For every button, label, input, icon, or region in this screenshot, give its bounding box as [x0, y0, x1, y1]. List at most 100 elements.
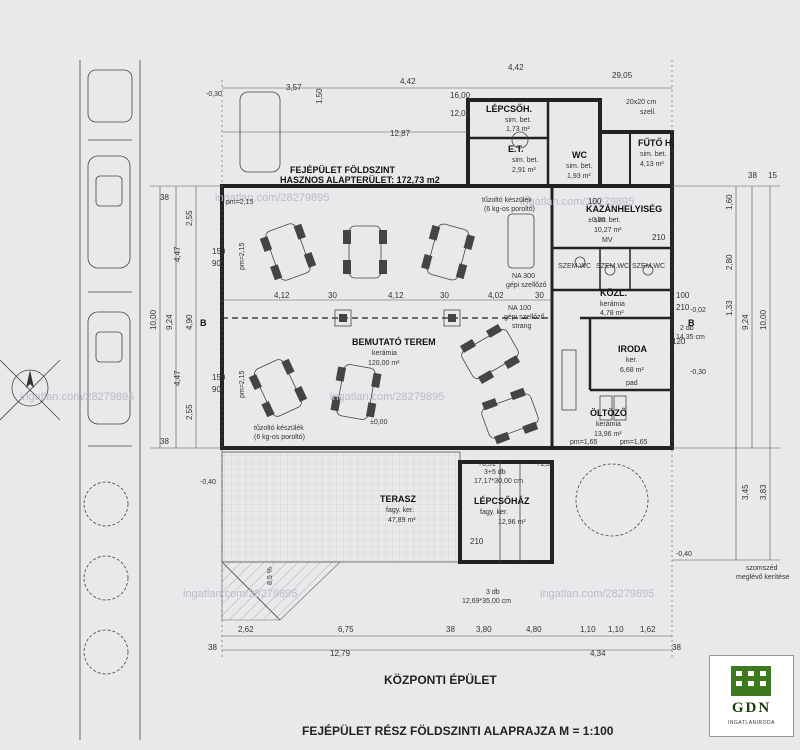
dimension: 3,83 [759, 484, 768, 500]
dimension: 90 [212, 385, 221, 394]
dimension: 4,02 [488, 291, 504, 300]
note-neighbor: szomszéd [746, 565, 778, 572]
dimension: 2,62 [238, 625, 254, 634]
room-boiler-name: KAZÁNHELYISÉG [586, 204, 662, 214]
dimension: 1,10 [580, 625, 596, 634]
note-ventilation: gépi szellőző [506, 282, 547, 289]
dimension: 38 [160, 193, 169, 202]
watermark: ingatlan.com/28279895 [20, 391, 134, 403]
dimension: 4,34 [590, 649, 606, 658]
room-boiler-area: 10,27 m² [594, 227, 622, 234]
section-marker: B [200, 318, 207, 328]
terrace-area [221, 451, 461, 621]
dimension: 2,80 [725, 254, 734, 270]
trees [83, 463, 649, 675]
dimension: 10,00 [149, 309, 158, 330]
dimension: 4,42 [508, 63, 524, 72]
room-wc-small: SZEM.WC [632, 263, 665, 270]
dimension: 4,42 [400, 77, 416, 86]
logo-tagline: INGATLANIRODA [728, 720, 775, 726]
note-stairs: 3 db [486, 589, 500, 596]
dimension: 16,00 [450, 91, 471, 100]
room-wc-small: SZEM.WC [558, 263, 591, 270]
room-showroom-floor: kerámia [372, 350, 397, 357]
gdn-logo: GDN INGATLANIRODA [709, 655, 794, 737]
dimension: 2,55 [185, 404, 194, 420]
dimension: 30 [535, 291, 544, 300]
room-heat-floor: sim. bet. [640, 151, 667, 158]
fixtures [507, 131, 654, 421]
dimension: 30 [440, 291, 449, 300]
dimension: 3,80 [476, 625, 492, 634]
room-wc-name: WC [572, 150, 587, 160]
room-hall-floor: kerámia [600, 301, 625, 308]
dimension-lines [150, 60, 780, 660]
note-level: -0,30 [690, 369, 706, 376]
note-fire-extinguisher: tűzoltó készülék [482, 197, 532, 204]
room-office-floor: ker. [626, 357, 637, 364]
watermark: ingatlan.com/28279895 [520, 196, 634, 208]
room-et-floor: sim. bet. [512, 157, 539, 164]
dimension: 1,10 [608, 625, 624, 634]
watermark: ingatlan.com/28279895 [540, 588, 654, 600]
note-level: +0,51 [478, 461, 496, 468]
dimension: 4,12 [274, 291, 290, 300]
note-neighbor: meglévő kerítése [736, 574, 789, 581]
room-heat-area: 4,13 m² [640, 161, 664, 168]
note-mv: MV [602, 237, 613, 244]
watermark: ingatlan.com/28279895 [215, 192, 329, 204]
atv-displays [248, 223, 539, 445]
dimension: 38 [672, 643, 681, 652]
room-heat-name: FŰTŐ H. [638, 137, 674, 148]
dimension: 3,45 [741, 484, 750, 500]
note-flue: 20x20 cm [626, 99, 657, 106]
note-ventilation: NA 100 [508, 305, 531, 312]
room-stair-top-floor: sim. bet. [505, 117, 532, 124]
dimension: 210 [676, 303, 690, 312]
room-locker-name: ÖLTÖZŐ [590, 407, 627, 418]
note-ventilation: strang [512, 323, 532, 330]
watermark: ingatlan.com/28279895 [330, 391, 444, 403]
room-stair-top-area: 1,73 m² [506, 126, 530, 133]
note-slope: 8,5 % [267, 567, 274, 585]
dimension: 120 [672, 337, 686, 346]
room-hall-area: 4,78 m² [600, 310, 624, 317]
note-level: -0,02 [690, 307, 706, 314]
dimension: 150 [212, 373, 226, 382]
note-pm: pm=2,15 [239, 242, 246, 270]
area-header-line2: HASZNOS ALAPTERÜLET: 172,73 m2 [280, 175, 440, 185]
room-terrace-area: 47,89 m² [388, 517, 416, 524]
note-ventilation: gépi szellőző [504, 314, 545, 321]
room-office-area: 6,68 m² [620, 367, 644, 374]
note-flue: szell. [640, 109, 656, 116]
dimension: 29,05 [612, 71, 633, 80]
watermark: ingatlan.com/28279895 [183, 588, 297, 600]
note-pm: pm=1,65 [620, 439, 648, 446]
room-stairs-floor: fagy. ker. [480, 509, 508, 516]
dimension: 38 [748, 171, 757, 180]
dimension: 38 [208, 643, 217, 652]
dimension: 4,47 [173, 246, 182, 262]
note-level: -0,40 [200, 479, 216, 486]
dimension: 100 [588, 197, 602, 206]
dimension: 1,62 [640, 625, 656, 634]
dimension: 3,57 [286, 83, 302, 92]
columns [334, 309, 461, 327]
note-stairs: 14,35 cm [676, 334, 705, 341]
dimension: 4,47 [173, 370, 182, 386]
dimension: 1,33 [725, 300, 734, 316]
dimension: 38 [160, 437, 169, 446]
drawing-subtitle: FEJÉPÜLET RÉSZ FÖLDSZINTI ALAPRAJZA M = … [302, 723, 614, 738]
dimension: 2,55 [185, 210, 194, 226]
room-boiler-floor: sim. bet. [594, 217, 621, 224]
room-wc-small: SZEM.WC [596, 263, 629, 270]
dimension: 4,12 [388, 291, 404, 300]
note-level: ±0,00 [370, 419, 388, 426]
dimension: 100 [676, 291, 690, 300]
dimension: 12,00 [450, 109, 471, 118]
room-wc-area: 1,93 m² [567, 173, 591, 180]
dimension: 15 [768, 171, 777, 180]
dimension: 1,50 [315, 88, 324, 104]
dimension: 30 [328, 291, 337, 300]
dimension: 12,79 [330, 649, 351, 658]
